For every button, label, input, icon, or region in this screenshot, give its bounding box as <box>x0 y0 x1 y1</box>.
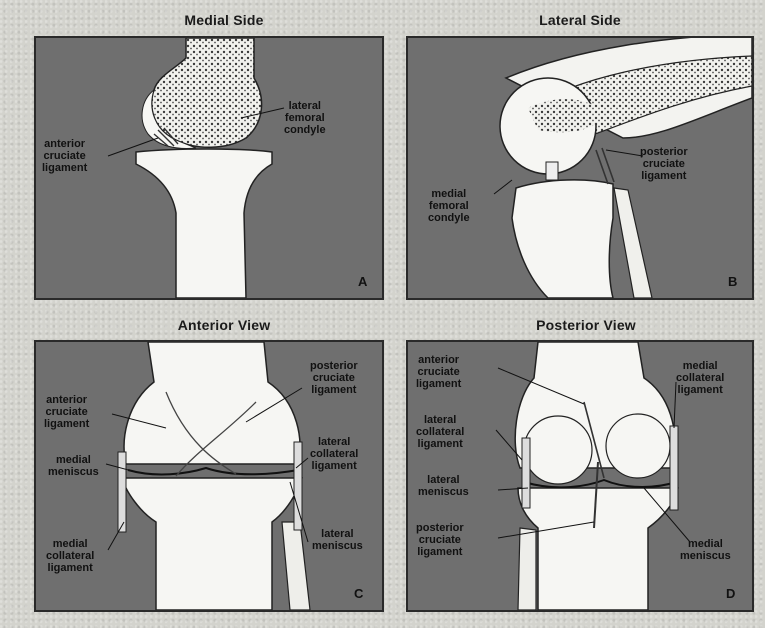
pcl-insertion <box>546 162 558 180</box>
knee-medial-illustration <box>36 38 382 298</box>
label-medial-collateral-ligament: medial collateral ligament <box>46 538 94 574</box>
label-posterior-cruciate-ligament: posterior cruciate ligament <box>640 146 688 182</box>
panel-d-title: Posterior View <box>476 317 696 333</box>
label-medial-femoral-condyle: medial femoral condyle <box>428 188 470 224</box>
medial-condyle <box>524 416 592 484</box>
label-lateral-collateral-ligament: lateral collateral ligament <box>416 414 464 450</box>
lateral-condyle <box>606 414 670 478</box>
label-lateral-meniscus: lateral meniscus <box>312 528 363 552</box>
panel-b-letter: B <box>728 274 737 289</box>
knee-lateral-illustration <box>408 38 752 298</box>
leader-mcl <box>108 522 124 550</box>
femur-shaft <box>152 38 262 147</box>
label-medial-meniscus: medial meniscus <box>48 454 99 478</box>
label-posterior-cruciate-ligament: posterior cruciate ligament <box>416 522 464 558</box>
panel-b-lateral-side: posterior cruciate ligament medial femor… <box>406 36 754 300</box>
mcl-band <box>670 426 678 510</box>
panel-a-letter: A <box>358 274 367 289</box>
panel-c-anterior-view: anterior cruciate ligament posterior cru… <box>34 340 384 612</box>
leader-mfc <box>494 180 512 194</box>
label-lateral-femoral-condyle: lateral femoral condyle <box>284 100 326 136</box>
panel-a-title: Medial Side <box>114 12 334 28</box>
label-anterior-cruciate-ligament: anterior cruciate ligament <box>42 138 87 174</box>
label-medial-meniscus: medial meniscus <box>680 538 731 562</box>
label-lateral-meniscus: lateral meniscus <box>418 474 469 498</box>
tibia <box>122 478 302 610</box>
tibia <box>518 488 678 610</box>
pcl-fibers <box>596 148 614 184</box>
label-anterior-cruciate-ligament: anterior cruciate ligament <box>416 354 461 390</box>
fibula <box>518 528 536 610</box>
panel-c-title: Anterior View <box>114 317 334 333</box>
panel-c-letter: C <box>354 586 363 601</box>
mcl-band <box>118 452 126 532</box>
panel-d-posterior-view: anterior cruciate ligament lateral colla… <box>406 340 754 612</box>
femur <box>124 342 300 464</box>
tibia <box>512 180 613 298</box>
leader-pcl <box>606 150 643 156</box>
menisci-line <box>128 468 298 474</box>
tibia <box>136 149 272 298</box>
panel-b-title: Lateral Side <box>470 12 690 28</box>
panel-d-letter: D <box>726 586 735 601</box>
label-posterior-cruciate-ligament: posterior cruciate ligament <box>310 360 358 396</box>
panel-a-medial-side: anterior cruciate ligament lateral femor… <box>34 36 384 300</box>
label-anterior-cruciate-ligament: anterior cruciate ligament <box>44 394 89 430</box>
lcl-band <box>522 438 530 508</box>
label-lateral-collateral-ligament: lateral collateral ligament <box>310 436 358 472</box>
label-medial-collateral-ligament: medial collateral ligament <box>676 360 724 396</box>
fibula <box>614 188 652 298</box>
